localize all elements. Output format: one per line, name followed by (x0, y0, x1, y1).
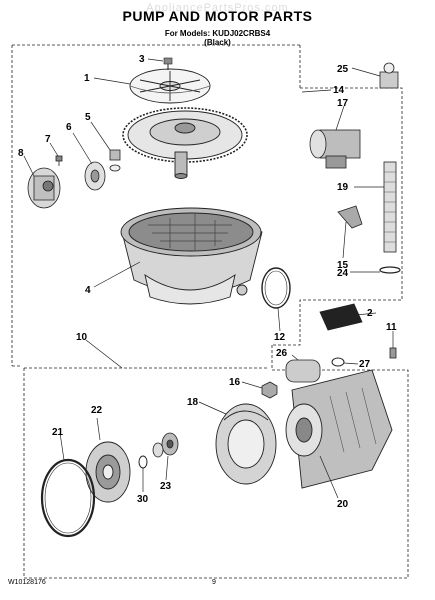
part-3-screw (163, 57, 173, 70)
model-number: For Models: KUDJ02CRBS4 (164, 29, 271, 38)
part-1-disk (129, 68, 211, 104)
part-27-oring (331, 357, 345, 367)
part-6-cover (84, 161, 106, 191)
callout-27: 27 (359, 359, 371, 370)
callout-26: 26 (276, 348, 288, 359)
part-16-nut (261, 381, 278, 399)
page-title: PUMP AND MOTOR PARTS (122, 8, 313, 24)
part-22-impeller (85, 441, 131, 503)
page-number: 9 (212, 579, 216, 586)
part-7-screw (55, 155, 63, 166)
part-11-pin (389, 347, 397, 359)
part-25-valve (379, 62, 399, 89)
assembly-boundaries (11, 44, 409, 579)
callout-24: 24 (337, 268, 349, 279)
callout-18: 18 (187, 397, 199, 408)
color-label: (Black) (204, 38, 231, 47)
callout-25: 25 (337, 64, 349, 75)
callout-4: 4 (85, 285, 91, 296)
part-4-sump (120, 207, 263, 305)
part-impeller-gear (122, 107, 248, 179)
callout-17: 17 (337, 98, 349, 109)
callout-labels: 1 2 3 4 5 6 7 8 10 11 12 14 15 16 17 18 … (18, 54, 397, 510)
part-26-capacitor (285, 359, 321, 383)
leader-lines (23, 58, 394, 499)
part-17-pump-motor (309, 129, 361, 169)
document-number: W10128176 (8, 579, 46, 586)
callout-15: 15 (337, 260, 349, 271)
callout-3: 3 (139, 54, 145, 65)
callout-19: 19 (337, 182, 349, 193)
watermark-text: AppliancePartsPros.com (146, 2, 289, 14)
part-8-housing (27, 167, 61, 209)
model-info: For Models: KUDJ02CRBS4 (Black) (0, 29, 435, 47)
callout-23: 23 (160, 481, 172, 492)
callout-6: 6 (66, 122, 72, 133)
part-15-clip (337, 205, 363, 229)
callout-11: 11 (386, 322, 397, 333)
part-24-clamp (379, 266, 401, 274)
callout-20: 20 (337, 499, 349, 510)
callout-21: 21 (52, 427, 64, 438)
callout-7: 7 (45, 134, 51, 145)
callout-14: 14 (333, 85, 345, 96)
callout-2: 2 (367, 308, 373, 319)
part-18-volute (215, 403, 277, 485)
callout-8: 8 (18, 148, 24, 159)
part-21-gasket (40, 458, 96, 538)
part-2-bracket (319, 303, 363, 331)
part-20-motor (285, 369, 393, 489)
part-19-hose (383, 161, 397, 253)
callout-16: 16 (229, 377, 241, 388)
part-30-washer (138, 455, 148, 469)
callout-5: 5 (85, 112, 91, 123)
callout-30: 30 (137, 494, 149, 505)
part-12-seal (261, 267, 291, 309)
part-23-seal-assembly (152, 432, 179, 458)
callout-12: 12 (274, 332, 286, 343)
part-5-fitting (109, 149, 121, 172)
callout-1: 1 (84, 73, 90, 84)
callout-10: 10 (76, 332, 88, 343)
callout-22: 22 (91, 405, 103, 416)
